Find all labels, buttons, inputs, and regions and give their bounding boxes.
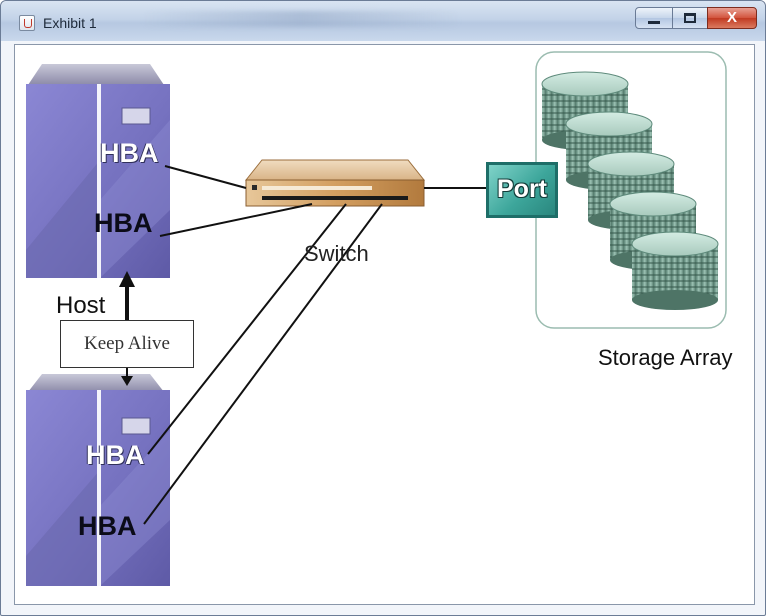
port-box: Port: [486, 162, 558, 218]
server-lower: [26, 374, 170, 586]
title-bar[interactable]: Exhibit 1 X: [1, 1, 765, 41]
port-label: Port: [497, 175, 547, 203]
maximize-icon: [684, 13, 696, 23]
disk-5: [631, 231, 719, 310]
close-button[interactable]: X: [707, 7, 757, 29]
storage-array-label: Storage Array: [598, 345, 733, 370]
switch-label: Switch: [304, 241, 369, 266]
hba-label-upper-2: HBA: [94, 208, 153, 238]
keep-alive-label: Keep Alive: [83, 333, 170, 354]
host-label: Host: [56, 292, 106, 319]
switch-device: [244, 159, 426, 207]
keep-alive-arrows: [119, 271, 135, 386]
close-icon: X: [726, 9, 737, 26]
server-upper: [26, 64, 170, 278]
hba-label-lower-2: HBA: [78, 511, 137, 541]
hba-label-upper-1: HBA: [100, 138, 159, 168]
hba-label-lower-1: HBA: [86, 440, 145, 470]
cables: [143, 165, 486, 525]
window-title: Exhibit 1: [43, 15, 97, 31]
title-bar-blur: [141, 11, 461, 27]
keep-alive-box: Keep Alive: [60, 320, 194, 368]
java-cup-icon: [19, 15, 35, 31]
minimize-icon: [648, 21, 660, 24]
